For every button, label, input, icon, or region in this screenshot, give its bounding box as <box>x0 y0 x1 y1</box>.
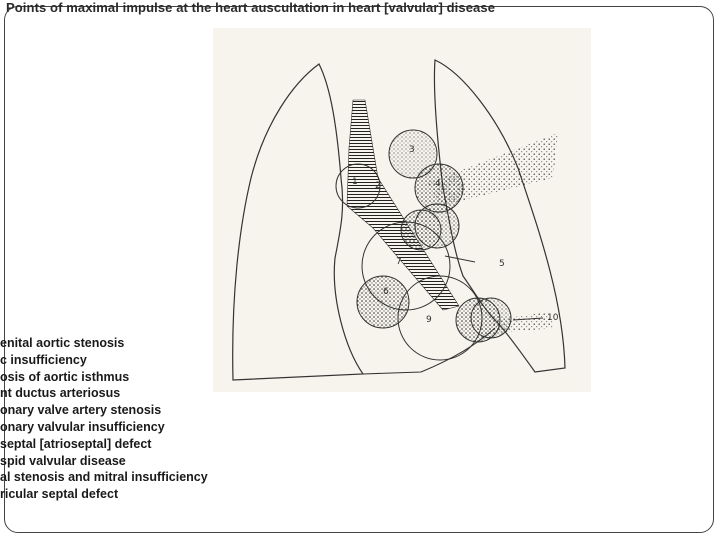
slide-frame <box>4 6 714 533</box>
disease-legend-list: enital aortic stenosis c insufficiency o… <box>0 335 260 503</box>
point-label-4: 4 <box>435 179 441 189</box>
point-circle-8 <box>356 275 410 329</box>
point-label-9: 9 <box>426 315 432 325</box>
leader-line-10 <box>512 317 544 321</box>
point-label-7: 7 <box>396 257 402 267</box>
point-label-10: 10 <box>547 313 559 323</box>
legend-item: septal [atrioseptal] defect <box>0 436 152 451</box>
point-circle-3 <box>388 129 438 179</box>
point-label-5: 5 <box>499 259 505 269</box>
point-label-3: 3 <box>409 145 415 155</box>
point-label-6: 6 <box>383 287 389 297</box>
legend-item: osis of aortic isthmus <box>0 369 130 384</box>
legend-item: onary valve artery stenosis <box>0 403 162 418</box>
legend-item: enital aortic stenosis <box>0 336 125 350</box>
legend-item: ricular septal defect <box>0 487 119 502</box>
legend-item: nt ductus arteriosus <box>0 386 121 401</box>
point-circle-10b <box>470 297 512 339</box>
auscultation-diagram: 1 2 3 4 5 6 7 8 9 10 <box>213 28 591 392</box>
slide-title: Points of maximal impulse at the heart a… <box>6 0 496 15</box>
point-circle-5b <box>414 203 460 249</box>
point-circle-1 <box>335 163 381 209</box>
legend-item: c insufficiency <box>0 352 87 367</box>
legend-item: al stenosis and mitral insufficiency <box>0 470 208 485</box>
legend-item: onary valvular insufficiency <box>0 419 165 434</box>
legend-item: spid valvular disease <box>0 453 126 468</box>
right-lung-outline <box>232 63 365 381</box>
leader-line-6 <box>444 255 476 263</box>
point-label-2: 2 <box>375 181 381 191</box>
point-label-1: 1 <box>352 177 358 187</box>
chest-illustration: 1 2 3 4 5 6 7 8 9 10 <box>232 59 566 381</box>
